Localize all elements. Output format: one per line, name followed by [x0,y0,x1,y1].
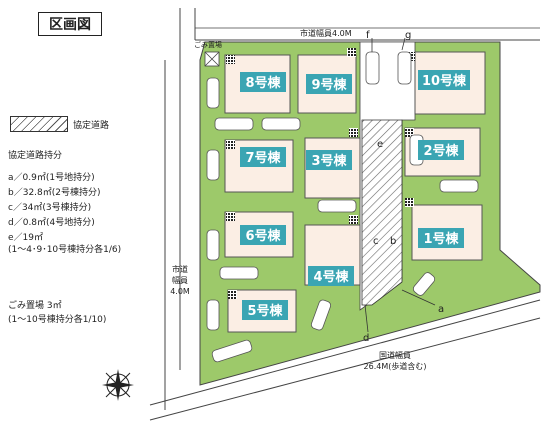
lot-3-label: 3号棟 [311,153,347,169]
lot-4-badge [308,266,354,286]
mochibun-title: 協定道路持分 [8,151,63,161]
legend-item-e-share: (1～4･9･10号棟持分各1/6) [8,245,122,255]
road-edge-top-left [179,8,196,40]
national-road-edge [149,299,541,406]
road-bottom-label-1: 国道幅員 [379,350,411,360]
parking-cars [206,51,479,363]
lot-6-label: 6号棟 [245,228,281,244]
tag-f: f [366,30,370,41]
kyotei-road-swatch [10,116,68,132]
garbage-spot-label: ごみ置場 [194,40,222,49]
lot-1-label: 1号棟 [423,231,459,247]
tag-d: d [363,333,369,344]
road-left-label-1: 市道 [172,264,188,274]
lot-3-badge [306,150,352,170]
garbage-share: (1～10号棟持分各1/10) [8,315,107,325]
lot-8-badge [240,72,286,92]
kyotei-road-area [361,119,403,306]
kyotei-road-label: 協定道路 [73,121,110,131]
leader-g [401,37,406,51]
lot-9-label: 9号棟 [311,77,347,93]
tag-g: g [405,30,411,41]
lot-2-label: 2号棟 [423,143,459,159]
legend-item-c: c／34㎡(3号棟持分) [8,203,92,213]
legend-item-a: a／0.9㎡(1号地持分) [8,173,95,183]
road-bottom-label-2: 26.4M(歩道含む) [364,361,427,371]
road-left-label-2: 幅員 [172,275,188,285]
lot-1-badge [418,228,464,248]
compass-icon [102,369,134,401]
leader-a [401,289,436,306]
lot-2-badge [418,140,464,160]
lot-7-label: 7号棟 [245,150,281,166]
page-title: 区画図 [38,12,102,36]
lot-4-label: 4号棟 [313,269,349,285]
tag-c: c [373,236,379,247]
garbage-area: ごみ置場 3㎡ [8,301,62,311]
road-left-label-3: 4.0M [170,287,190,296]
legend-item-e: e／19㎡ [8,233,43,243]
lot-7-badge [240,147,286,167]
legend-item-d: d／0.8㎡(4号地持分) [8,218,95,228]
lot-9-badge [306,74,352,94]
leader-d [364,304,369,333]
legend-item-b: b／32.8㎡(2号棟持分) [8,188,101,198]
lot-8-label: 8号棟 [245,75,281,91]
lot-10-label: 10号棟 [422,73,467,89]
lot-5-badge [242,300,288,320]
lot-5-label: 5号棟 [247,303,283,319]
lot-label-badges [240,70,470,320]
tag-a: a [438,304,444,315]
national-road-edge-outer [149,317,541,421]
tag-e: e [377,139,383,150]
tag-b: b [390,236,396,247]
lot-10-badge [418,70,470,90]
road-top-label: 市道幅員4.0M [300,28,352,38]
lot-6-badge [240,225,286,245]
